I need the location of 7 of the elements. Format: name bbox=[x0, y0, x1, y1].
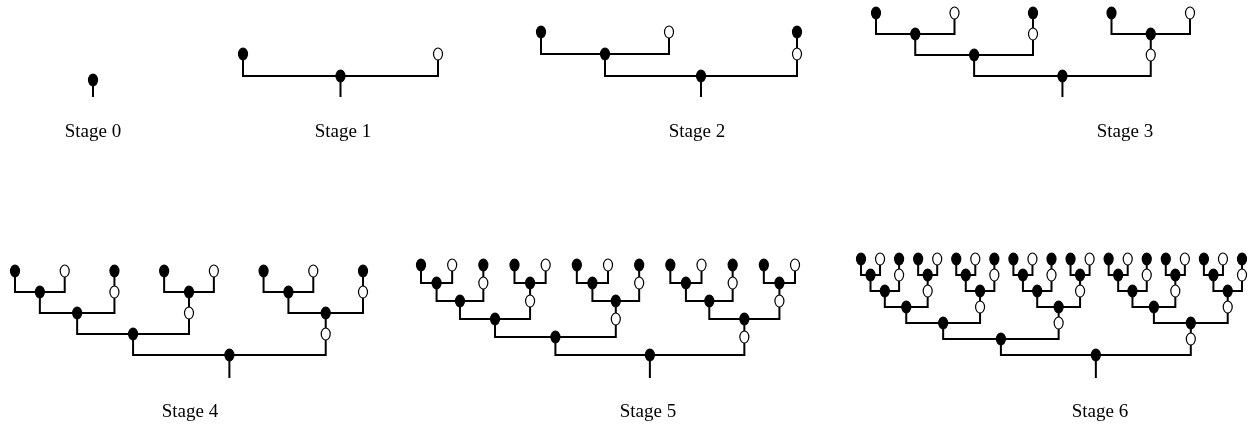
stage-label: Stage 1 bbox=[314, 120, 372, 140]
stage-label: Stage 0 bbox=[64, 120, 122, 140]
stage-label: Stage 5 bbox=[619, 400, 677, 420]
stage-label: Stage 2 bbox=[668, 120, 726, 140]
stage-label: Stage 4 bbox=[161, 400, 219, 420]
stage-label: Stage 6 bbox=[1071, 400, 1129, 420]
stage-label: Stage 3 bbox=[1096, 120, 1154, 140]
